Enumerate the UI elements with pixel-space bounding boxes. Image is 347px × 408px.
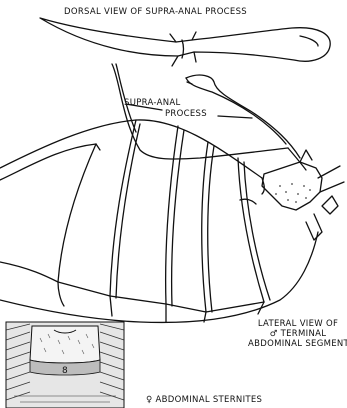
lateral-supra-anal-process (112, 64, 306, 170)
lateral-view-title: LATERAL VIEW OF ♂ TERMINAL ABDOMINAL SEG… (248, 320, 347, 349)
lateral-view-line3: ABDOMINAL SEGMENTS (248, 340, 347, 350)
female-sternites-drawing (6, 322, 124, 408)
dorsal-view-title: DORSAL VIEW OF SUPRA-ANAL PROCESS (64, 8, 247, 18)
supra-anal-label-line1: SUPRA-ANAL (124, 99, 181, 109)
leader-process (218, 116, 252, 118)
stipple-terminal (275, 183, 311, 203)
segment-number: 8 (62, 366, 68, 376)
terminal-genitalia (262, 150, 344, 240)
dorsal-supra-anal-drawing (40, 18, 330, 66)
female-sternites-label: ♀ ABDOMINAL STERNITES (146, 396, 262, 406)
supra-anal-label-line2: PROCESS (165, 110, 207, 120)
